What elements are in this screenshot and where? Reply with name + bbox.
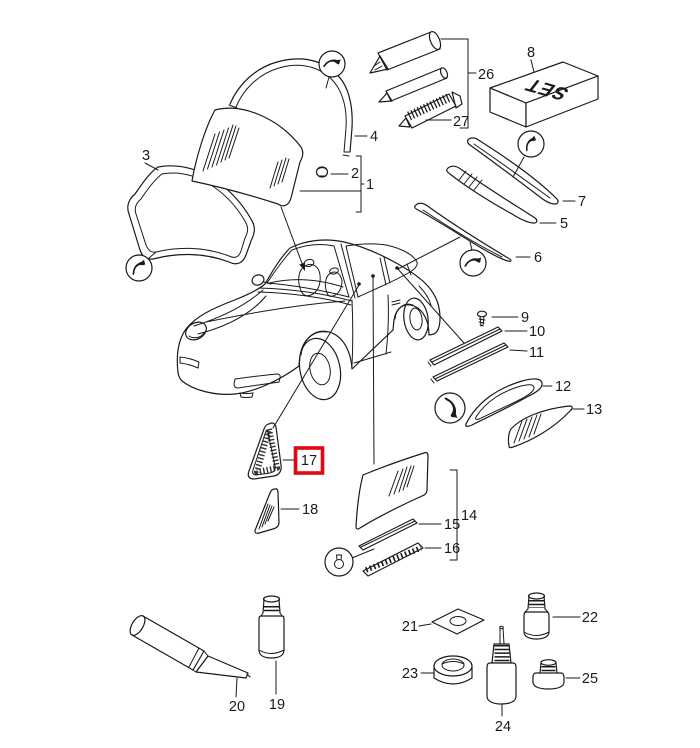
part-5-moulding [446,165,538,224]
part-label-11[interactable]: 11 [529,345,544,361]
sealant-direction-icon [459,241,487,277]
part-label-21[interactable]: 21 [402,619,418,635]
part-label-7[interactable]: 7 [578,194,586,210]
part-22-activator-bottle [523,592,550,640]
part-13-quarter-window-glass [507,405,573,449]
part-7-moulding [467,137,559,205]
part-label-27[interactable]: 27 [453,114,469,130]
part-label-4[interactable]: 4 [370,129,378,145]
part-label-6[interactable]: 6 [534,250,542,266]
part-label-26[interactable]: 26 [478,67,494,83]
bracket-part-26 [440,38,477,129]
leader-lines [144,135,585,717]
part-4-windshield-seal-upper [228,58,353,157]
part-23-tape-roll [433,655,473,685]
part-label-3[interactable]: 3 [142,148,150,164]
part-12-quarter-window-seal [465,378,543,427]
part-21-cleaning-pad [431,608,485,635]
part-17-vent-window-seal [247,422,282,480]
part-20-sealant-cartridge [129,615,251,679]
leader-to-part-10 [396,267,465,344]
sealant-direction-icon [125,251,157,282]
part-label-24[interactable]: 24 [495,719,511,735]
highlighted-part-17[interactable]: 17 [293,446,325,475]
part-11-trim-strip [430,342,509,384]
part-26-adhesive-tubes [369,30,449,103]
part-label-16[interactable]: 16 [444,541,460,557]
part-10-trim-strip [427,326,503,367]
part-25-grease-pot [532,659,565,690]
part-label-19[interactable]: 19 [269,697,285,713]
car-illustration [176,239,441,401]
part-label-1[interactable]: 1 [366,177,374,193]
part-label-14[interactable]: 14 [461,508,477,524]
part-label-8[interactable]: 8 [527,45,535,61]
sealant-direction-icon [318,50,346,89]
primer-icon [324,547,375,577]
part-6-moulding [414,202,512,262]
leader-to-part-6 [397,236,461,270]
part-18-vent-window-glass [254,488,280,534]
bracket-part-1 [299,155,365,213]
part-2-clip [315,166,329,178]
part-9-screw [476,310,488,327]
part-label-20[interactable]: 20 [229,699,245,715]
part-8-set-box: SET [489,59,599,128]
sealant-direction-icon [434,392,466,424]
part-3-windshield-seal [127,165,255,265]
sealant-direction-icon [512,130,545,178]
part-label-10[interactable]: 10 [529,324,545,340]
part-24-glue-bottle [486,625,517,705]
part-label-5[interactable]: 5 [560,216,568,232]
part-15-window-strip [358,518,418,551]
leader-part-1-to-car [280,206,305,271]
part-label-22[interactable]: 22 [582,610,598,626]
part-1-windshield-glass [191,107,304,207]
part-27-nozzle [398,91,463,129]
part-label-17[interactable]: 17 [301,453,317,469]
part-label-23[interactable]: 23 [402,666,418,682]
part-label-9[interactable]: 9 [521,310,529,326]
part-label-12[interactable]: 12 [555,379,571,395]
part-label-15[interactable]: 15 [444,517,460,533]
part-label-2[interactable]: 2 [351,166,359,182]
part-label-13[interactable]: 13 [586,402,602,418]
part-14-door-glass [355,452,429,530]
part-19-primer-bottle [258,595,285,659]
leader-to-part-14 [372,276,375,465]
part-label-18[interactable]: 18 [302,502,318,518]
part-16-window-strip [362,542,424,577]
part-label-25[interactable]: 25 [582,671,598,687]
leader-to-part-17 [272,284,360,429]
